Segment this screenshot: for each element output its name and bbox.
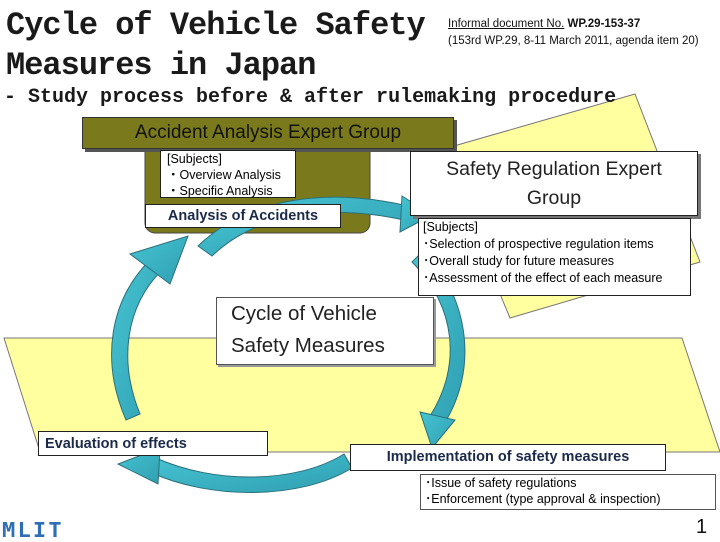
cycle-label-line-2: Safety Measures: [231, 334, 385, 357]
accident-subjects-box: [Subjects] ・Overview Analysis ・Specific …: [160, 150, 296, 198]
safety-group-title-line-2: Group: [526, 187, 582, 209]
safety-subjects-heading: [Subjects]: [423, 220, 478, 234]
safety-subject-item: ･Assessment of the effect of each measur…: [423, 271, 663, 285]
doc-ref-line-1: Informal document No. WP.29-153-37: [448, 16, 699, 33]
accident-subject-item: ・Specific Analysis: [167, 184, 273, 198]
page-title: Cycle of Vehicle Safety Measures in Japa…: [6, 6, 426, 86]
page-number: 1: [696, 516, 708, 538]
implementation-item: ･Enforcement (type approval & inspection…: [425, 492, 661, 506]
safety-group-title-line-1: Safety Regulation Expert: [446, 158, 662, 180]
accident-group-title: Accident Analysis Expert Group: [82, 117, 454, 149]
implementation-label: Implementation of safety measures: [350, 444, 666, 471]
document-reference: Informal document No. WP.29-153-37 (153r…: [448, 16, 699, 50]
arrow-implementation-to-evaluation: [149, 453, 353, 494]
arrow-head-to-implementation: [419, 411, 456, 450]
safety-subject-item: ･Overall study for future measures: [423, 254, 615, 268]
implementation-item: ･Issue of safety regulations: [425, 476, 577, 490]
safety-subjects-box: [Subjects] ･Selection of prospective reg…: [418, 218, 691, 296]
doc-ref-session: (153rd WP.29, 8-11 March 2011, agenda it…: [448, 35, 699, 47]
page-subtitle: - Study process before & after rulemakin…: [4, 86, 617, 109]
doc-ref-prefix: Informal document No.: [448, 18, 565, 30]
mlit-logo: MLIT: [2, 518, 64, 542]
accident-subject-item: ・Overview Analysis: [167, 168, 281, 182]
evaluation-of-effects-label: Evaluation of effects: [38, 431, 268, 456]
cycle-center-label: Cycle of Vehicle Safety Measures: [216, 297, 434, 365]
arrow-head-to-evaluation: [116, 447, 161, 485]
safety-group-title-box: Safety Regulation Expert Group: [410, 151, 698, 216]
safety-subject-item: ･Selection of prospective regulation ite…: [423, 237, 654, 251]
analysis-of-accidents-label: Analysis of Accidents: [145, 204, 341, 228]
accident-subjects-heading: [Subjects]: [167, 152, 222, 166]
title-line-2: Measures in Japan: [6, 47, 316, 84]
implementation-items-box: ･Issue of safety regulations ･Enforcemen…: [420, 474, 716, 510]
doc-ref-number: WP.29-153-37: [567, 18, 641, 30]
arrow-head-to-accident: [128, 235, 189, 285]
cycle-label-line-1: Cycle of Vehicle: [231, 302, 377, 325]
title-line-1: Cycle of Vehicle Safety: [6, 7, 426, 44]
